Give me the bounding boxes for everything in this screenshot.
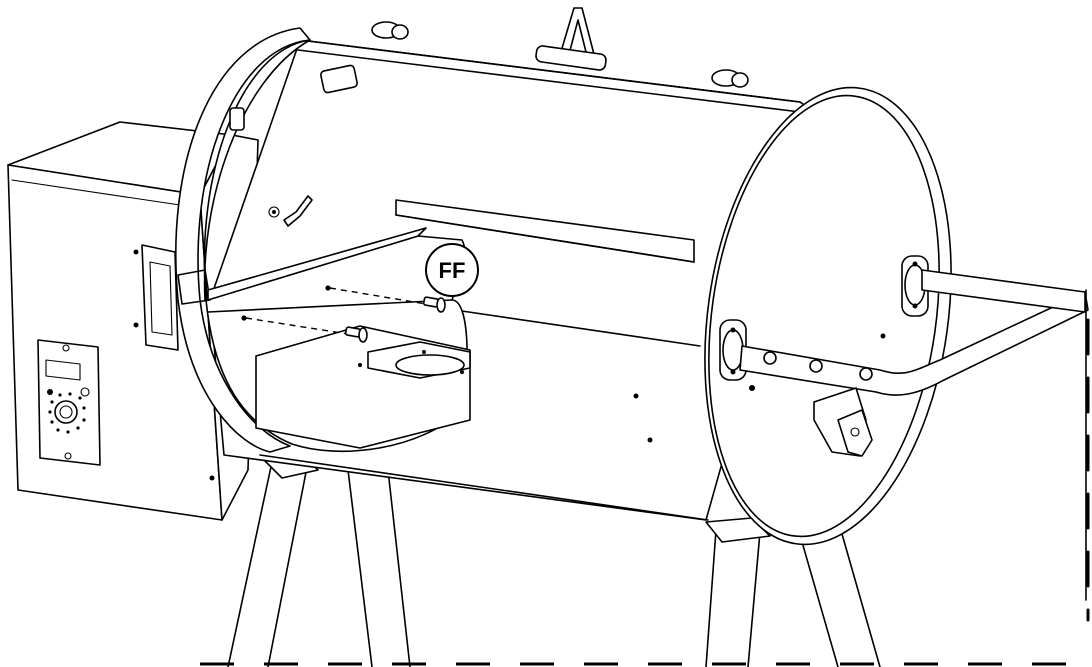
barrel-left-opening [175, 27, 471, 453]
legs [227, 451, 881, 667]
callout-ff: FF [425, 243, 479, 297]
dial-tick-marks [48, 392, 86, 434]
body-hole [633, 393, 639, 399]
side-handle-bar [739, 269, 1089, 601]
control-panel [37, 339, 101, 466]
callout-label: FF [439, 258, 466, 283]
barrel-right-end [704, 86, 952, 546]
top-fittings [371, 7, 749, 88]
screw-lower [344, 326, 368, 343]
ff-screw-assembly [241, 285, 446, 343]
screw-upper [422, 296, 446, 313]
body-hole [647, 437, 653, 443]
latch-box [813, 387, 873, 457]
